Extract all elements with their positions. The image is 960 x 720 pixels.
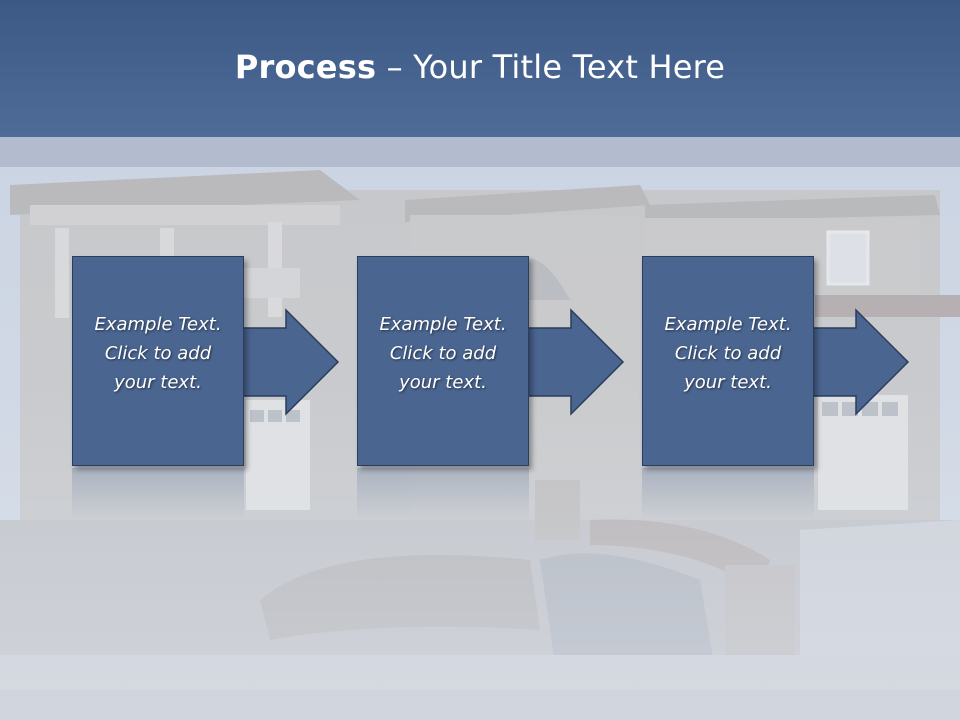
process-step-2: Example Text. Click to add your text. — [357, 256, 677, 520]
step-text-1[interactable]: Example Text. Click to add your text. — [94, 314, 222, 393]
step-text-2[interactable]: Example Text. Click to add your text. — [379, 314, 507, 393]
step-box-2[interactable] — [357, 256, 529, 466]
step-reflection-2 — [357, 468, 529, 520]
slide-title-rest: – Your Title Text Here — [376, 48, 726, 86]
title-bar-band — [0, 137, 960, 167]
process-step-3: Example Text. Click to add your text. — [642, 256, 960, 520]
step-reflection-3 — [642, 468, 814, 520]
step-box-3[interactable] — [642, 256, 814, 466]
step-text-3[interactable]: Example Text. Click to add your text. — [664, 314, 792, 393]
step-box-1[interactable] — [72, 256, 244, 466]
process-step-1: Example Text. Click to add your text. — [72, 256, 392, 520]
step-reflection-1 — [72, 468, 244, 520]
slide-title[interactable]: Process – Your Title Text Here — [0, 48, 960, 86]
slide-title-bold: Process — [234, 48, 377, 86]
title-bar — [0, 0, 960, 137]
